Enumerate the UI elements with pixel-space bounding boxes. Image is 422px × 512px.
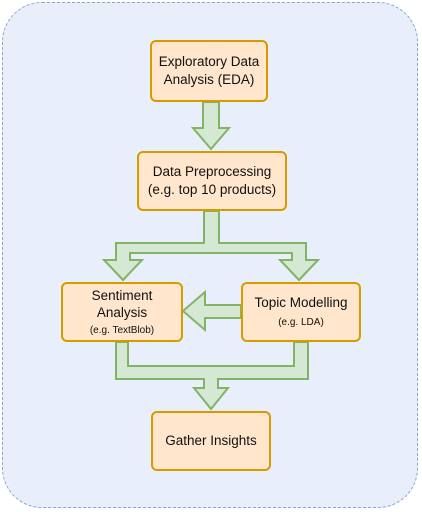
node-sent-line2: Analysis [96, 304, 148, 320]
arrow-merge-to-insights [115, 341, 309, 411]
arrow-eda-to-preprocessing [190, 101, 232, 151]
arrow-preprocessing-fork [101, 210, 321, 282]
arrow-topic-to-sentiment [181, 289, 242, 333]
node-prep-line2: (e.g. top 10 products) [147, 182, 277, 197]
node-eda-line1: Exploratory Data [158, 54, 260, 69]
node-topic-modelling: Topic Modelling (e.g. LDA) [241, 282, 361, 342]
node-eda-line2: Analysis (EDA) [163, 72, 255, 87]
node-topic-line1: Topic Modelling [254, 295, 348, 310]
node-prep-line1: Data Preprocessing [152, 164, 272, 179]
node-gather-insights: Gather Insights [151, 411, 271, 471]
node-sentiment-analysis: Sentiment Analysis (e.g. TextBlob) [61, 282, 183, 342]
node-sent-line1: Sentiment [91, 287, 153, 303]
node-topic-note: (e.g. LDA) [278, 317, 324, 328]
node-insights-line1: Gather Insights [165, 433, 257, 448]
node-sent-note: (e.g. TextBlob) [89, 324, 155, 336]
node-exploratory-data-analysis: Exploratory Data Analysis (EDA) [150, 40, 268, 102]
node-data-preprocessing: Data Preprocessing (e.g. top 10 products… [137, 151, 287, 211]
